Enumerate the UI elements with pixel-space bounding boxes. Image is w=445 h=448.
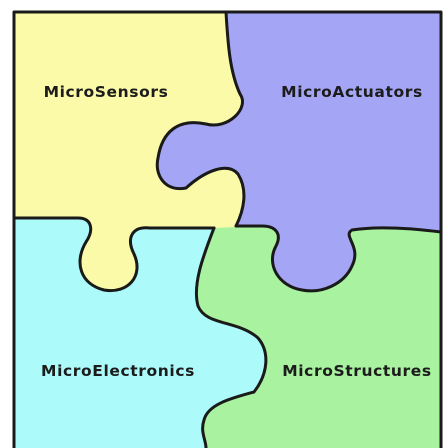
label-microstructures: MicroStructures <box>282 362 431 380</box>
label-microelectronics: MicroElectronics <box>41 362 195 380</box>
label-microactuators: MicroActuators <box>281 83 423 101</box>
label-microsensors: MicroSensors <box>44 83 169 101</box>
